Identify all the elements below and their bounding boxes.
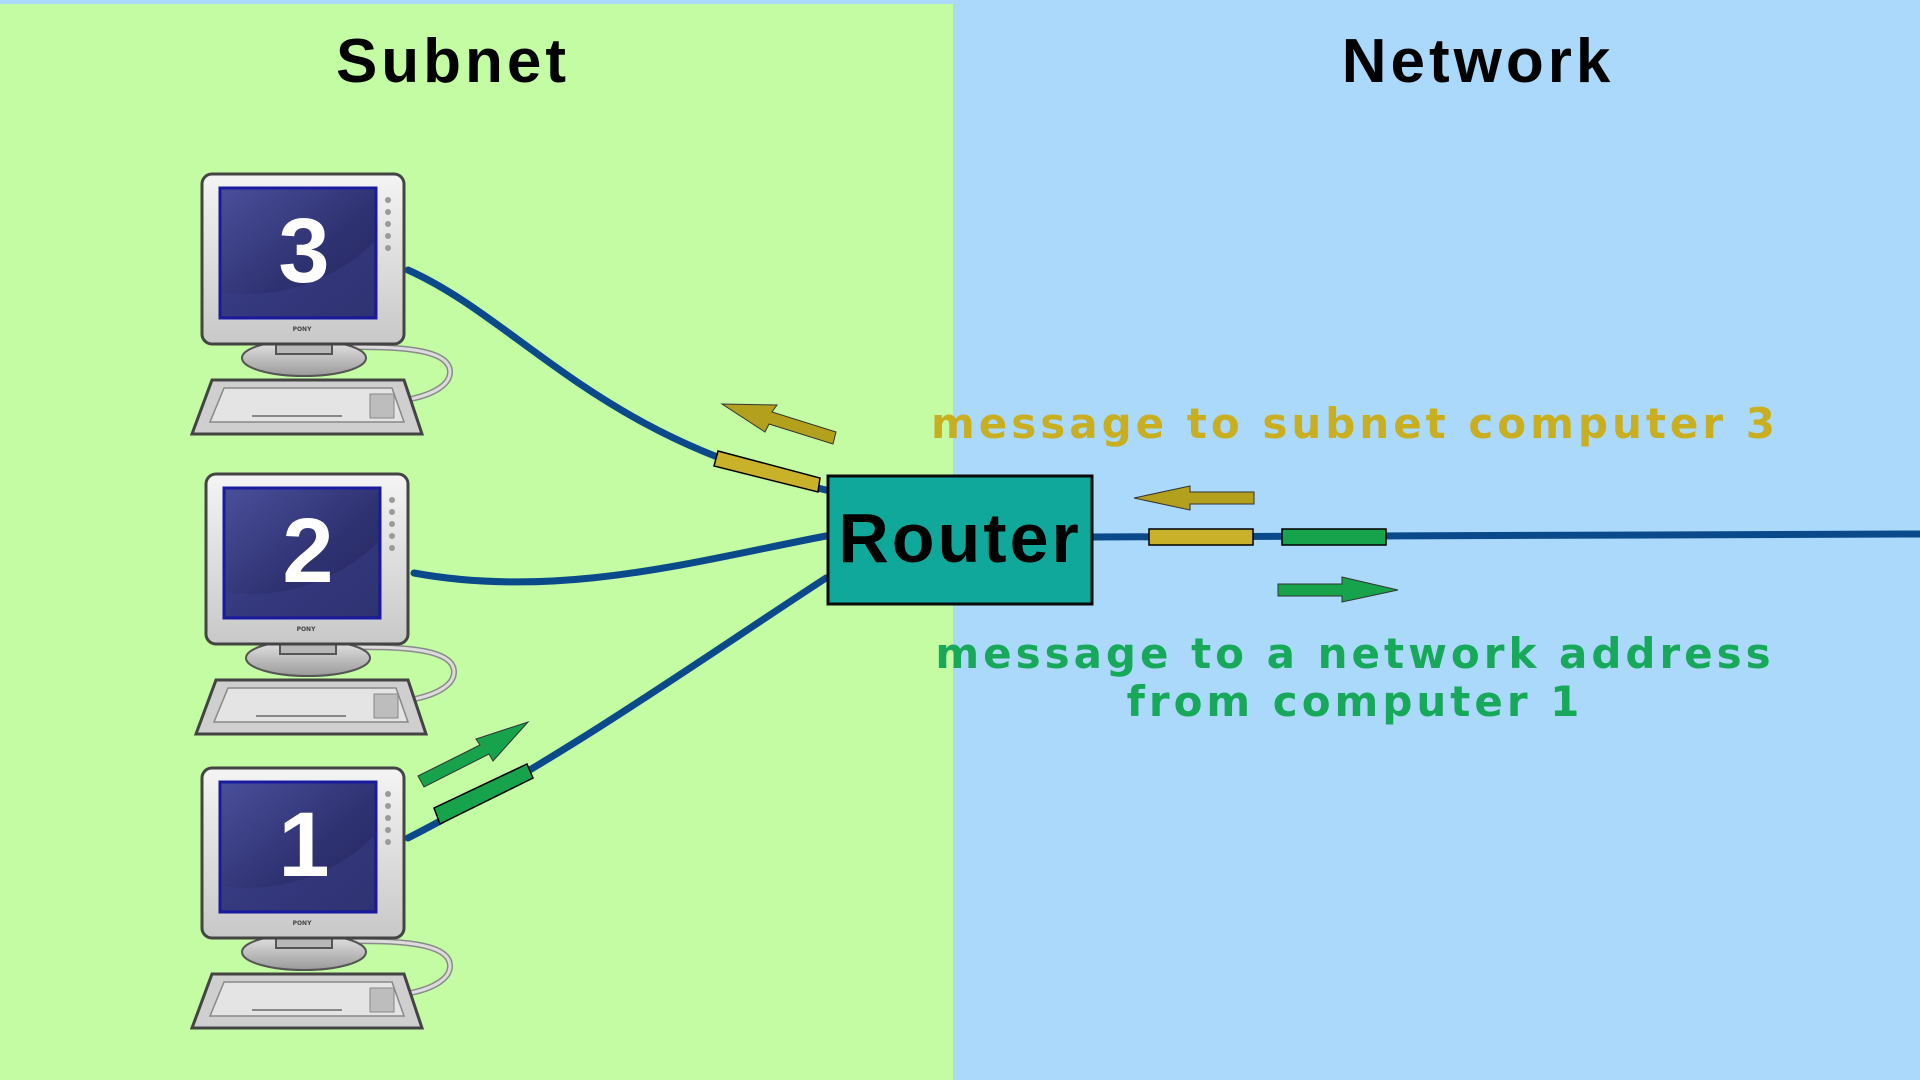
packet-network-subnet-message [1148,528,1254,546]
router-label: Router [838,499,1082,577]
network-message-label-line2: from computer 1 [1127,677,1584,726]
subnet-message-label: message to subnet computer 3 [931,399,1779,448]
packet-to-computer-3 [713,450,821,493]
network-title: Network [1342,27,1615,96]
computer-3: PONY 3 [189,172,454,436]
network-message-label-line1: message to a network address [935,629,1774,678]
arrow-from-computer-1-icon [417,720,530,788]
computer-2: PONY 2 [193,472,458,736]
router: Router [826,474,1094,606]
computer-1: PONY 1 [189,766,454,1030]
cable-computer-2 [410,532,830,586]
subnet-title: Subnet [336,27,570,96]
computer-2-number: 2 [282,500,333,602]
arrow-outbound-network-icon [1277,576,1399,603]
arrow-inbound-network-icon [1133,485,1255,511]
packet-from-computer-1 [433,762,534,826]
computer-3-brand: PONY [293,326,313,333]
computer-3-monitor-buttons [385,197,391,251]
router-box [826,474,1094,606]
packet-network-outbound-message [1281,528,1387,546]
computer-1-monitor-buttons [385,791,391,845]
computer-2-brand: PONY [297,626,317,633]
packets [433,450,1387,826]
computer-1-number: 1 [278,794,329,896]
computer-3-number: 3 [278,200,329,302]
arrows [417,403,1399,788]
computer-2-monitor-buttons [389,497,395,551]
top-border [0,0,1920,4]
computer-1-brand: PONY [293,920,313,927]
arrow-to-computer-3-icon [720,403,837,445]
